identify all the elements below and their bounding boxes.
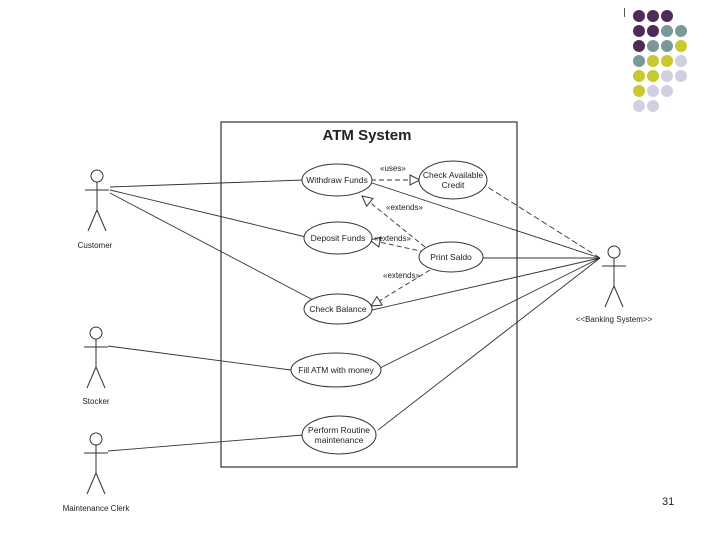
dependencies (362, 180, 431, 306)
assoc-customer-deposit (109, 189, 307, 238)
assoc-banking-credit (485, 185, 601, 259)
dot (633, 55, 645, 67)
usecase-label-withdraw: Withdraw Funds (306, 175, 367, 185)
usecase-label-credit-1: Check Available (423, 170, 484, 180)
usecase-perform-routine-maintenance (301, 415, 377, 455)
usecase-print-saldo (418, 241, 484, 273)
actor-head (89, 432, 103, 446)
associations (107, 179, 601, 452)
actors: Customer <<Banking System>> StockerMainten… (63, 169, 653, 513)
assoc-customer-balance (109, 192, 314, 301)
dot (647, 100, 659, 112)
usecase-withdraw-funds (301, 163, 373, 197)
usecase-check-available-credit (418, 160, 488, 200)
dot (647, 70, 659, 82)
actor-banking (602, 245, 626, 308)
dot (675, 25, 687, 37)
actor-label-maint: Maintenance Clerk (63, 504, 131, 513)
dot (675, 40, 687, 52)
actor-label-stocker: Stocker (82, 397, 109, 406)
extends-print-deposit (370, 240, 426, 253)
dot (647, 55, 659, 67)
usecase-label-print: Print Saldo (430, 252, 472, 262)
dot (661, 55, 673, 67)
dot (633, 40, 645, 52)
assoc-banking-fill (379, 257, 601, 369)
actor-customer (85, 169, 109, 232)
actor-limb (95, 366, 106, 389)
usecase-labels: Withdraw Funds Check AvailableCreditDepos… (298, 170, 483, 445)
actor-limb (87, 209, 98, 232)
actor-maint (84, 432, 108, 495)
label-extends-2: «extends» (374, 234, 411, 243)
label-extends-3: «extends» (383, 271, 420, 280)
actor-limb (96, 209, 107, 232)
assoc-clerk-routine (107, 434, 304, 452)
usecase-label-fill: Fill ATM with money (298, 365, 374, 375)
usecase-label-routine-2: maintenance (315, 435, 364, 445)
dot (647, 40, 659, 52)
usecase-label-deposit: Deposit Funds (311, 233, 366, 243)
dot (661, 85, 673, 97)
usecase-deposit-funds (303, 221, 373, 255)
dot (633, 85, 645, 97)
actor-limb (86, 366, 97, 389)
actor-head (90, 169, 104, 183)
label-uses: «uses» (380, 164, 406, 173)
dot (675, 55, 687, 67)
extends-print-withdraw (362, 196, 426, 248)
dot (661, 10, 673, 22)
assoc-customer-withdraw (109, 179, 304, 188)
actor-head (89, 326, 103, 340)
dot (633, 25, 645, 37)
dot (661, 70, 673, 82)
assoc-banking-balance (371, 257, 601, 311)
usecase-label-routine-1: Perform Routine (308, 425, 370, 435)
slide-number: 31 (662, 496, 675, 508)
actor-label-banking: <<Banking System>> (576, 315, 653, 324)
dot (661, 40, 673, 52)
assoc-stocker-fill (107, 345, 292, 371)
assoc-banking-routine (377, 257, 601, 431)
dot (633, 70, 645, 82)
top-tick-mark (624, 8, 625, 17)
usecase-fill-atm (290, 352, 382, 388)
usecase-label-balance: Check Balance (309, 304, 366, 314)
dot (647, 10, 659, 22)
dot (661, 25, 673, 37)
actor-limb (95, 472, 106, 495)
extends-print-balance (371, 269, 431, 306)
usecase-label-credit-2: Credit (442, 180, 465, 190)
dot (647, 85, 659, 97)
system-boundary (220, 121, 518, 468)
actor-limb (604, 285, 615, 308)
actor-limb (613, 285, 624, 308)
actor-head (607, 245, 621, 259)
dot (633, 100, 645, 112)
dot (633, 10, 645, 22)
dot (647, 25, 659, 37)
decorative-dot-grid (633, 10, 687, 112)
dot (675, 70, 687, 82)
label-extends-1: «extends» (386, 203, 423, 212)
actor-stocker (84, 326, 108, 389)
assoc-banking-withdraw (371, 182, 601, 259)
actor-label-customer: Customer (78, 241, 113, 250)
system-title: ATM System (323, 127, 412, 144)
actor-limb (86, 472, 97, 495)
usecase-check-balance (303, 293, 373, 325)
